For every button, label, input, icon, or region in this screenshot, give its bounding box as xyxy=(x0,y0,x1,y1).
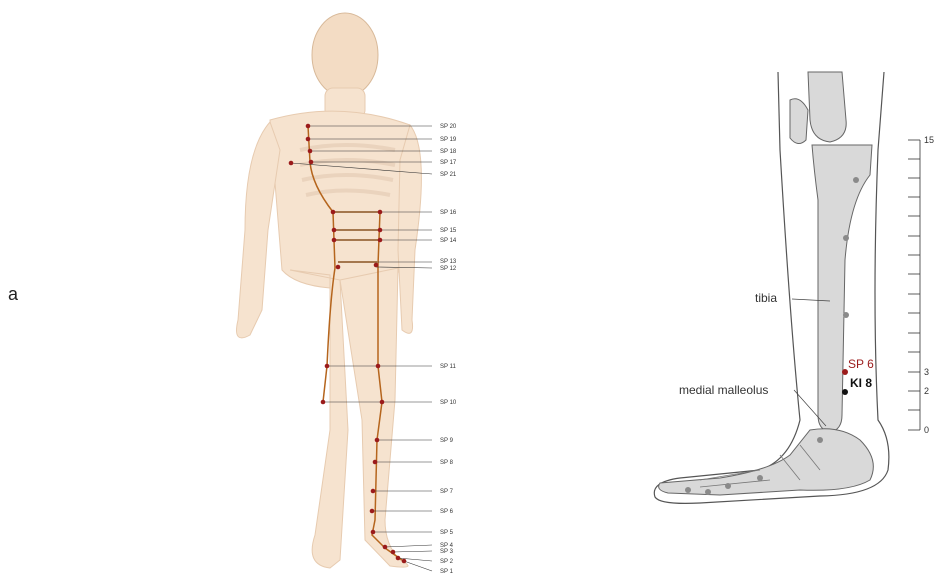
patella-bone xyxy=(790,99,808,144)
label-sp14: SP 14 xyxy=(440,238,457,244)
label-sp10: SP 10 xyxy=(440,400,457,406)
label-sp15: SP 15 xyxy=(440,228,457,234)
label-sp16: SP 16 xyxy=(440,210,457,216)
tibia-label: tibia xyxy=(755,291,777,305)
label-sp11: SP 11 xyxy=(440,364,456,370)
malleolus-label: medial malleolus xyxy=(679,383,768,397)
label-sp12: SP 12 xyxy=(440,266,457,272)
foot-bones xyxy=(659,429,874,495)
label-sp5: SP 5 xyxy=(440,530,454,536)
scale-tick-0: 0 xyxy=(924,425,929,435)
label-sp9: SP 9 xyxy=(440,438,454,444)
label-sp2: SP 2 xyxy=(440,559,454,565)
label-sp18: SP 18 xyxy=(440,149,457,155)
label-sp19: SP 19 xyxy=(440,137,457,143)
sp6-label: SP 6 xyxy=(848,357,874,371)
label-sp8: SP 8 xyxy=(440,460,454,466)
leg-diagram: SP 6 KI 8 tibia medial malleolus xyxy=(654,72,934,503)
femur-bone xyxy=(808,72,846,142)
human-figure xyxy=(237,13,422,568)
ki8-label: KI 8 xyxy=(850,376,872,390)
label-sp7: SP 7 xyxy=(440,489,454,495)
label-sp1: SP 1 xyxy=(440,569,454,575)
ki8-point xyxy=(842,389,848,395)
label-sp6: SP 6 xyxy=(440,509,454,515)
point-labels: SP 20 SP 19 SP 18 SP 17 SP 21 SP 16 SP 1… xyxy=(440,124,457,575)
scale-tick-2: 2 xyxy=(924,386,929,396)
label-sp13: SP 13 xyxy=(440,259,457,265)
label-sp17: SP 17 xyxy=(440,160,457,166)
scale-tick-15: 15 xyxy=(924,135,934,145)
scale-tick-3: 3 xyxy=(924,367,929,377)
label-sp3: SP 3 xyxy=(440,549,454,555)
label-sp20: SP 20 xyxy=(440,124,457,130)
scale-bar xyxy=(908,140,920,430)
label-sp21: SP 21 xyxy=(440,172,457,178)
